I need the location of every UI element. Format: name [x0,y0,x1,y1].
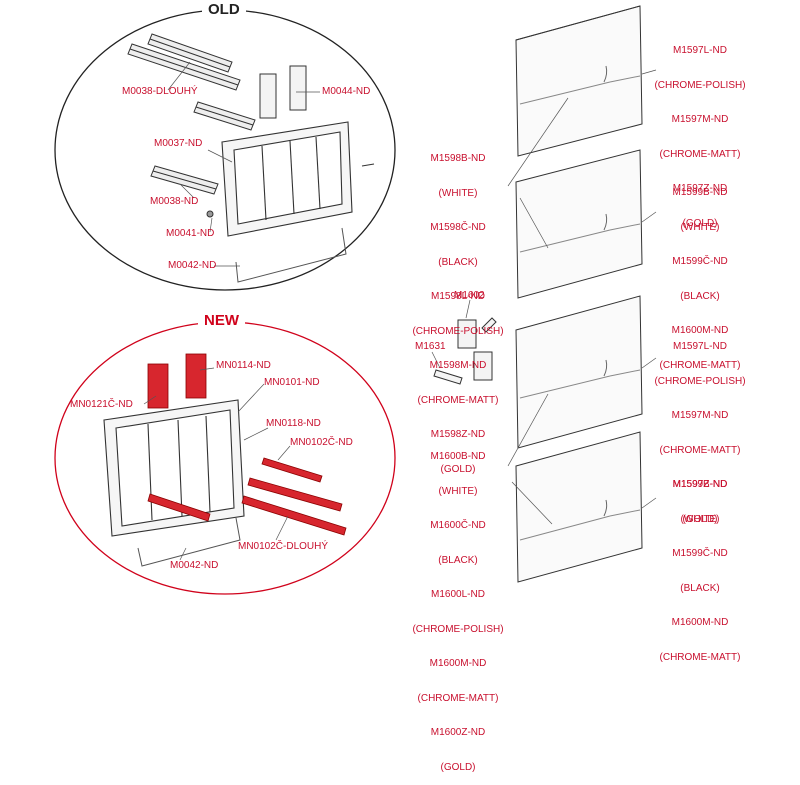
plates34-code-3: M1600L-ND [431,589,485,600]
old-wire-m0042 [235,227,347,283]
label-group-plate4: M1599B-ND (WHITE) M1599Č-ND (BLACK) M160… [654,456,746,675]
plate1-code-2: M1597M-ND [671,114,729,125]
new-section-title: NEW [198,312,245,329]
label-mn0102c-dlouhy: MN0102Č-DLOUHÝ [238,541,329,552]
old-screw-m0041 [206,210,214,218]
plate4-code-1: M1599B-ND [672,479,728,490]
label-m0042-new: M0042-ND [170,560,219,571]
plate1-code-3: M1597Z-ND [672,183,728,194]
flush-plate-4 [515,431,643,583]
label-m1631: M1631 [415,341,446,352]
flush-plate-2 [515,149,643,299]
label-m0038: M0038-ND [150,196,199,207]
old-leaders [167,61,320,267]
plate3-code-3: M1597Z-ND [672,479,728,490]
mechanism-m1602 [457,317,497,349]
plates12-code-3: M1598L-ND [431,291,485,302]
plate3-code-1: M1597L-ND [673,341,727,352]
plate1-finish-3: (GOLD) [682,217,718,229]
plate2-code-2: M1599Č-ND [672,256,728,267]
plate4-code-2: M1599Č-ND [672,548,728,559]
plates12-code-5: M1598Z-ND [430,429,486,440]
plate1-code-1: M1597L-ND [673,45,727,56]
plate4-finish-1: (WHITE) [680,513,720,525]
plates34-finish-1: (WHITE) [438,485,478,497]
label-m0044: M0044-ND [322,86,371,97]
old-section-title: OLD [202,1,246,18]
plate3-code-2: M1597M-ND [671,410,729,421]
plate2-code-3: M1600M-ND [671,325,729,336]
label-m1602: M1602 [454,290,485,301]
new-frame-mn0101 [103,399,245,537]
old-frame-m0037 [221,121,353,237]
plates34-code-1: M1600B-ND [430,451,486,462]
flush-plate-3 [515,295,643,449]
plates12-code-1: M1598B-ND [430,153,486,164]
label-mn0121c: MN0121Č-ND [70,399,133,410]
plate3-finish-1: (CHROME-POLISH) [654,375,746,387]
plates12-finish-3: (CHROME-POLISH) [412,325,504,337]
plate1-finish-1: (CHROME-POLISH) [654,79,746,91]
plates34-finish-4: (CHROME-MATT) [417,692,499,704]
plate3-finish-3: (GOLD) [682,513,718,525]
plates34-finish-3: (CHROME-POLISH) [412,623,504,635]
old-rail-m0038 [150,165,219,195]
old-rail-long-2 [127,43,241,91]
plate4-finish-2: (BLACK) [680,582,720,594]
mechanism-leaders [431,299,471,369]
plate2-code-1: M1599B-ND [672,187,728,198]
label-mn0114: MN0114-ND [216,360,271,371]
label-group-plate3: M1597L-ND (CHROME-POLISH) M1597M-ND (CHR… [654,318,746,537]
plates34-code-5: M1600Z-ND [430,727,486,738]
plates12-finish-1: (WHITE) [438,187,478,199]
label-group-plates34-left: M1600B-ND (WHITE) M1600Č-ND (BLACK) M160… [410,428,506,785]
old-screw-right [361,163,375,167]
plate4-finish-3: (CHROME-MATT) [659,651,741,663]
plates34-code-4: M1600M-ND [429,658,487,669]
plates12-finish-4: (CHROME-MATT) [417,394,499,406]
flush-plate-1 [515,5,643,157]
label-m0037: M0037-ND [154,138,203,149]
new-rails-mn0102c [147,457,347,536]
plate1-finish-2: (CHROME-MATT) [659,148,741,160]
label-mn0102c: MN0102Č-ND [290,437,353,448]
label-group-plates12-left: M1598B-ND (WHITE) M1598Č-ND (BLACK) M159… [410,130,506,487]
label-group-plate2: M1599B-ND (WHITE) M1599Č-ND (BLACK) M160… [654,164,746,383]
diagram-drawing [54,5,657,595]
plates12-finish-2: (BLACK) [438,256,478,268]
plates34-finish-2: (BLACK) [438,554,478,566]
exploded-parts-diagram: OLD NEW M0038-DLOUHÝ M0044-ND M0037-ND M… [54,1,746,773]
plate3-finish-2: (CHROME-MATT) [659,444,741,456]
old-rail-long-1 [147,33,233,73]
plates12-code-4: M1598M-ND [429,360,487,371]
label-mn0118: MN0118-ND [266,418,321,429]
new-wire-m0042 [137,517,241,567]
label-m0041: M0041-ND [166,228,215,239]
plate4-code-3: M1600M-ND [671,617,729,628]
label-m0042-old: M0042-ND [168,260,217,271]
plate2-finish-3: (CHROME-MATT) [659,359,741,371]
plates12-code-2: M1598Č-ND [430,222,486,233]
plate2-finish-2: (BLACK) [680,290,720,302]
mechanism-m1631 [433,351,493,385]
new-leaders [143,367,291,561]
plate-leaders [507,69,657,525]
label-mn0101: MN0101-ND [264,377,320,388]
plates12-finish-5: (GOLD) [440,463,476,475]
old-rail-short [193,101,256,131]
new-clips-mn0114 [147,353,207,409]
plate2-finish-1: (WHITE) [680,221,720,233]
plates34-code-2: M1600Č-ND [430,520,486,531]
old-clips-m0044 [259,65,307,119]
label-m0038-dlouhy: M0038-DLOUHÝ [122,86,198,97]
plates34-finish-5: (GOLD) [440,761,476,773]
label-group-plate1: M1597L-ND (CHROME-POLISH) M1597M-ND (CHR… [654,22,746,241]
